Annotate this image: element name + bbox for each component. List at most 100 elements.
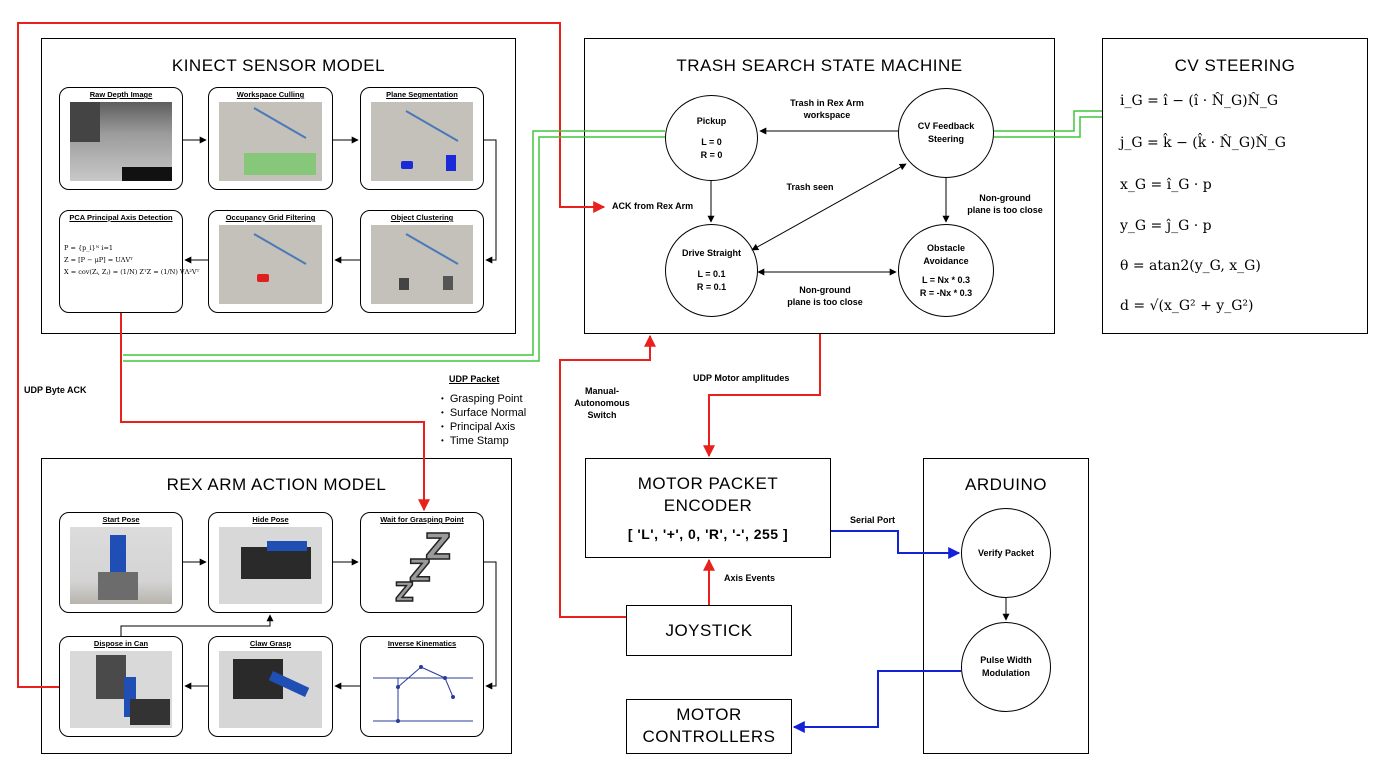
- udp-packet-title: UDP Packet: [449, 374, 500, 384]
- start-pose-image: [70, 527, 172, 604]
- encoder-title-line2: ENCODER: [663, 496, 753, 515]
- panel-title: PCA Principal Axis Detection: [69, 213, 173, 222]
- panel-title: Start Pose: [102, 515, 140, 524]
- edge-label-trash-seen: Trash seen: [786, 182, 834, 192]
- label-line: Non-ground: [799, 285, 851, 295]
- state-label: Modulation: [982, 668, 1030, 678]
- state-value: L = 0: [701, 136, 722, 147]
- state-machine-title: TRASH SEARCH STATE MACHINE: [676, 56, 963, 75]
- state-label: Pickup: [696, 115, 727, 126]
- udp-packet-list: Grasping Point Surface Normal Principal …: [441, 392, 526, 448]
- state-value: R = 0.1: [696, 282, 727, 292]
- state-label: Steering: [927, 134, 964, 144]
- panel-inverse-kinematics: Inverse Kinematics: [360, 636, 484, 737]
- cv-steering-title: CV STEERING: [1174, 56, 1296, 75]
- panel-title: Raw Depth Image: [89, 90, 153, 99]
- encoder-title-line1: MOTOR PACKET: [637, 474, 779, 493]
- cv-equation-5: θ = atan2(y_G, x_G): [1120, 258, 1261, 274]
- panel-title: Hide Pose: [252, 515, 289, 524]
- depth-image: [70, 102, 172, 181]
- joystick-title: JOYSTICK: [665, 621, 753, 640]
- axis-events-label: Axis Events: [724, 573, 776, 583]
- panel-title: Dispose in Can: [93, 639, 149, 648]
- panel-object-clustering: Object Clustering: [360, 210, 484, 313]
- label-line: Trash in Rex Arm: [790, 98, 864, 108]
- udp-motor-connector: [703, 334, 821, 458]
- segmentation-image: [371, 102, 473, 181]
- state-label: Verify Packet: [977, 547, 1035, 558]
- state-label: Avoidance: [923, 255, 969, 266]
- state-value: L = Nx * 0.3: [921, 274, 971, 285]
- udp-byte-ack-label: UDP Byte ACK: [24, 385, 87, 395]
- panel-claw-grasp: Claw Grasp: [208, 636, 333, 737]
- joystick-box: JOYSTICK: [626, 605, 792, 656]
- panel-plane-segmentation: Plane Segmentation: [360, 87, 484, 190]
- state-value: L = 0.1: [697, 269, 726, 279]
- motor-packet-encoder-box: MOTOR PACKET ENCODER [ 'L', '+', 0, 'R',…: [585, 458, 831, 558]
- panel-start-pose: Start Pose: [59, 512, 183, 613]
- panel-workspace-culling: Workspace Culling: [208, 87, 333, 190]
- label-line: Switch: [587, 410, 617, 420]
- encoder-packet: [ 'L', '+', 0, 'R', '-', 255 ]: [627, 526, 789, 542]
- state-value: R = -Nx * 0.3: [919, 287, 973, 298]
- sleep-zzz-icon: Z Z Z: [394, 526, 452, 609]
- panel-title: Workspace Culling: [236, 90, 305, 99]
- hide-pose-image: [219, 527, 322, 604]
- state-label: Obstacle: [926, 242, 966, 253]
- label-line: plane is too close: [967, 205, 1043, 215]
- pca-equation-3: X = cov(Zᵢ, Zⱼ) = (1/N) ZᵀZ = (1/N) VΛ²V…: [64, 268, 200, 276]
- panel-title: Occupancy Grid Filtering: [225, 213, 316, 222]
- pca-equation-1: P = {p_i}ᴺ i=1: [64, 244, 114, 252]
- workspace-image: [219, 102, 322, 181]
- edge-label-nonground-bottom: Non-ground plane is too close: [770, 284, 880, 308]
- udp-packet-item: Time Stamp: [441, 434, 526, 448]
- cv-equation-1: i_G = î − (î · N̂_G)N̂_G: [1120, 93, 1279, 109]
- svg-text:Z: Z: [425, 527, 451, 568]
- udp-packet-item: Principal Axis: [441, 420, 526, 434]
- cv-steering-box: CV STEERING: [1102, 38, 1368, 334]
- panel-title: Plane Segmentation: [386, 90, 458, 99]
- kinematics-diagram: [373, 665, 473, 723]
- udp-motor-amplitudes-label: UDP Motor amplitudes: [693, 373, 790, 383]
- state-pickup: Pickup L = 0 R = 0: [665, 95, 758, 181]
- udp-packet-item: Surface Normal: [441, 406, 526, 420]
- clustering-image: [371, 225, 473, 304]
- panel-title: Object Clustering: [390, 213, 454, 222]
- state-label: Drive Straight: [681, 248, 741, 258]
- state-label: Pulse Width: [980, 655, 1032, 665]
- pca-equation-2: Z = [P − μP] = UΛVᵀ: [64, 256, 133, 264]
- dispose-image: [70, 651, 172, 728]
- panel-occupancy-grid-filtering: Occupancy Grid Filtering: [208, 210, 333, 313]
- kinect-title: KINECT SENSOR MODEL: [171, 56, 386, 75]
- cv-equation-3: x_G = î_G · p: [1120, 177, 1212, 193]
- ack-from-rex-arm-label: ACK from Rex Arm: [612, 201, 694, 211]
- state-label: CV Feedback: [917, 121, 975, 131]
- state-pulse-width-modulation: Pulse Width Modulation: [961, 622, 1051, 712]
- cv-equation-2: j_G = k̂ − (k̂ · N̂_G)N̂_G: [1120, 135, 1286, 151]
- label-line: workspace: [803, 110, 851, 120]
- serial-port-label: Serial Port: [850, 515, 896, 525]
- state-obstacle-avoidance: Obstacle Avoidance L = Nx * 0.3 R = -Nx …: [898, 224, 994, 317]
- label-line: Manual-Autonomous: [574, 386, 630, 408]
- state-verify-packet: Verify Packet: [961, 508, 1051, 598]
- state-drive-straight: Drive Straight L = 0.1 R = 0.1: [665, 224, 758, 317]
- panel-raw-depth-image: Raw Depth Image: [59, 87, 183, 190]
- state-cv-feedback-steering: CV Feedback Steering: [898, 88, 994, 178]
- udp-packet-item: Grasping Point: [441, 392, 526, 406]
- rex-arm-title: REX ARM ACTION MODEL: [166, 475, 387, 494]
- label-line: plane is too close: [787, 297, 863, 307]
- manual-autonomous-switch-label: Manual-Autonomous Switch: [560, 385, 644, 421]
- arduino-title: ARDUINO: [965, 475, 1047, 494]
- occupancy-image: [219, 225, 322, 304]
- panel-hide-pose: Hide Pose: [208, 512, 333, 613]
- cv-equation-6: d = √(x_G² + y_G²): [1120, 298, 1254, 314]
- label-line: Non-ground: [979, 193, 1031, 203]
- edge-label-nonground-right: Non-ground plane is too close: [955, 192, 1055, 216]
- panel-dispose-in-can: Dispose in Can: [59, 636, 183, 737]
- motor-controllers-line1: MOTOR: [676, 705, 742, 724]
- edge-label-trash-in-arm: Trash in Rex Arm workspace: [772, 97, 882, 121]
- cv-equation-4: y_G = ĵ_G · p: [1120, 218, 1212, 234]
- claw-grasp-image: [219, 651, 322, 728]
- motor-controllers-line2: CONTROLLERS: [642, 727, 776, 746]
- panel-wait-for-grasping-point: Wait for Grasping Point Z Z Z: [360, 512, 484, 613]
